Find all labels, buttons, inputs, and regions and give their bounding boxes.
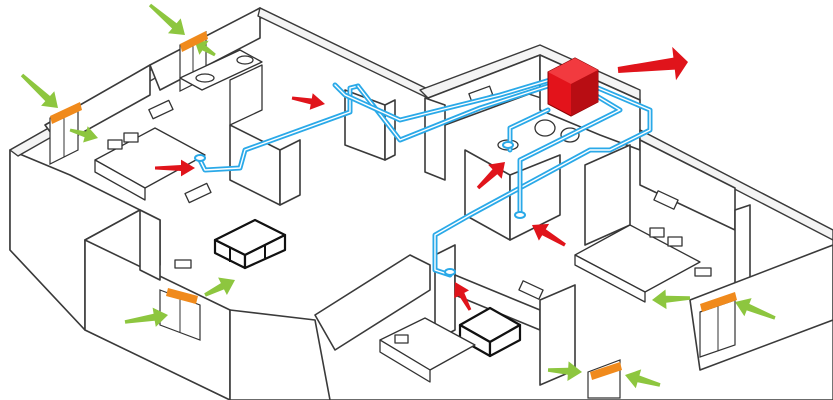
orange-vent-icon — [50, 102, 82, 124]
bed-lower-side — [379, 339, 431, 383]
pillow — [649, 227, 665, 238]
lower-front-wall — [229, 309, 331, 400]
pillow — [123, 132, 139, 143]
red-arrow-icon — [155, 159, 195, 177]
sink — [195, 73, 215, 83]
duct-segment-highlight — [199, 85, 359, 171]
orange-vent-icon — [700, 292, 737, 312]
red-arrow-icon — [291, 93, 325, 110]
orange-vent-icon — [590, 362, 622, 380]
duct-segment-highlight — [519, 94, 621, 216]
floor-vent — [694, 267, 712, 277]
floor-vent — [174, 259, 192, 269]
orange-vent-icon — [180, 31, 208, 52]
bed-top-left-side — [94, 159, 146, 201]
green-arrow-icon — [20, 73, 58, 108]
green-arrow-icon — [625, 369, 661, 389]
green-arrow-icon — [652, 289, 691, 310]
fresh-air-inlet-vents — [50, 31, 737, 380]
airflow-arrows — [20, 3, 776, 389]
bath-cabinet — [229, 64, 263, 126]
furniture — [94, 49, 712, 383]
duct-segment-highlight — [334, 79, 551, 121]
wall-ac-unit — [518, 280, 544, 300]
bed-right-side — [574, 254, 646, 303]
lower-sofa — [458, 306, 522, 358]
green-arrow-icon — [204, 277, 235, 297]
green-arrow-icon — [124, 307, 168, 327]
living-sofa — [213, 218, 287, 270]
duct-diffuser — [514, 211, 526, 219]
lower-bedroom-back-wall — [314, 254, 431, 351]
sink — [236, 55, 254, 65]
pillow — [394, 334, 409, 344]
duct-diffuser — [444, 268, 456, 276]
duct-network — [194, 77, 653, 278]
ventilation-unit — [547, 57, 599, 117]
green-arrow-icon — [69, 126, 98, 143]
red-arrow-icon — [617, 46, 688, 81]
duct-segment-highlight — [434, 87, 651, 276]
top-right-column — [424, 97, 446, 181]
pillow — [107, 139, 123, 150]
wall-ac-unit — [184, 182, 212, 204]
green-arrow-icon — [735, 298, 776, 320]
wall-ac-unit — [653, 190, 679, 210]
wall-ac-unit — [148, 99, 174, 120]
toilet — [534, 119, 556, 137]
duct-segment-highlight — [357, 85, 549, 141]
red-arrow-icon — [454, 282, 472, 311]
green-arrow-icon — [547, 361, 582, 381]
green-arrow-icon — [195, 40, 216, 57]
living-partition — [139, 209, 161, 281]
red-arrow-icon — [476, 162, 505, 190]
red-arrow-icon — [532, 223, 566, 247]
pillow — [667, 236, 683, 247]
duct-diffuser — [194, 154, 206, 162]
duct-diffuser — [502, 141, 514, 149]
orange-vent-icon — [166, 288, 198, 304]
bathroom-side-wall — [279, 139, 301, 206]
green-arrow-icon — [148, 3, 185, 35]
